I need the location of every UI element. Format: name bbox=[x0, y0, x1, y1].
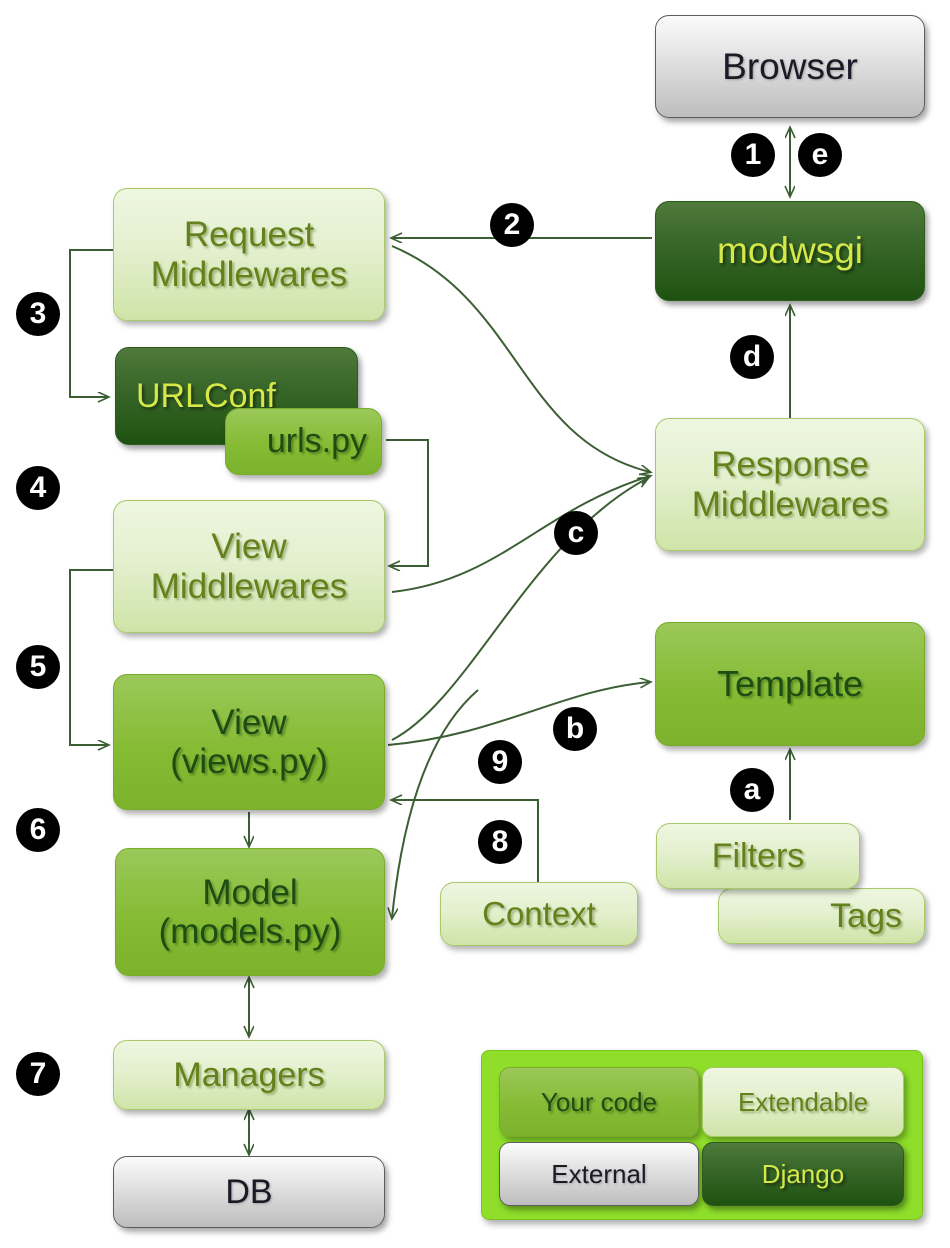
arrow-context-to-model bbox=[392, 689, 479, 918]
arrow-request-mw-to-urlconf bbox=[69, 249, 113, 397]
node-tags-label: Tags bbox=[830, 896, 902, 935]
badge-1: 1 bbox=[731, 133, 775, 177]
arrow-urlspy-to-view-mw bbox=[386, 439, 429, 566]
badge-3: 3 bbox=[16, 292, 60, 336]
node-template[interactable]: Template bbox=[655, 622, 925, 746]
legend-your-code[interactable]: Your code bbox=[499, 1067, 699, 1137]
node-managers[interactable]: Managers bbox=[113, 1040, 385, 1110]
node-db[interactable]: DB bbox=[113, 1156, 385, 1228]
badge-6: 6 bbox=[16, 808, 60, 852]
node-db-label: DB bbox=[225, 1172, 273, 1211]
badge-e: e bbox=[798, 133, 842, 177]
badge-c: c bbox=[554, 511, 598, 555]
node-urlspy-label: urls.py bbox=[266, 422, 367, 461]
badge-b-label: b bbox=[565, 712, 585, 745]
node-view-middlewares-label: View Middlewares bbox=[150, 527, 348, 606]
arrow-context-to-view bbox=[392, 800, 539, 884]
node-filters[interactable]: Filters bbox=[656, 823, 860, 889]
node-response-middlewares[interactable]: Response Middlewares bbox=[655, 418, 925, 551]
node-managers-label: Managers bbox=[173, 1055, 325, 1094]
node-response-middlewares-label: Response Middlewares bbox=[691, 445, 889, 524]
badge-e-label: e bbox=[811, 138, 829, 171]
node-filters-label: Filters bbox=[711, 836, 805, 875]
node-model[interactable]: Model (models.py) bbox=[115, 848, 385, 976]
badge-d: d bbox=[730, 335, 774, 379]
badge-5-label: 5 bbox=[29, 650, 47, 683]
badge-a-label: a bbox=[743, 773, 761, 806]
node-urlspy[interactable]: urls.py bbox=[225, 408, 382, 475]
arrow-view-to-template bbox=[387, 682, 650, 746]
node-view-middlewares[interactable]: View Middlewares bbox=[113, 500, 385, 633]
node-modwsgi[interactable]: modwsgi bbox=[655, 201, 925, 301]
badge-a: a bbox=[730, 768, 774, 812]
badge-9-label: 9 bbox=[491, 745, 509, 778]
badge-4: 4 bbox=[16, 466, 60, 510]
badge-d-label: d bbox=[742, 340, 762, 373]
badge-2: 2 bbox=[490, 203, 534, 247]
badge-4-label: 4 bbox=[29, 471, 47, 504]
node-view-label: View (views.py) bbox=[170, 702, 328, 781]
badge-9: 9 bbox=[478, 740, 522, 784]
node-model-label: Model (models.py) bbox=[158, 872, 342, 951]
node-request-middlewares-label: Request Middlewares bbox=[150, 215, 348, 294]
badge-1-label: 1 bbox=[744, 138, 762, 171]
node-view[interactable]: View (views.py) bbox=[113, 674, 385, 810]
badge-5: 5 bbox=[16, 645, 60, 689]
badge-3-label: 3 bbox=[29, 297, 47, 330]
node-context-label: Context bbox=[482, 894, 596, 932]
badge-2-label: 2 bbox=[503, 208, 521, 241]
legend: Your code Extendable External Django bbox=[481, 1050, 923, 1220]
arrow-view-to-response-mw bbox=[391, 478, 648, 741]
legend-extendable[interactable]: Extendable bbox=[702, 1067, 904, 1137]
legend-external[interactable]: External bbox=[499, 1142, 699, 1206]
badge-8-label: 8 bbox=[491, 825, 509, 858]
arrow-view-mw-to-view bbox=[69, 569, 113, 745]
badge-7: 7 bbox=[16, 1052, 60, 1096]
legend-django-label: Django bbox=[761, 1158, 845, 1189]
badge-7-label: 7 bbox=[29, 1057, 47, 1090]
legend-your-code-label: Your code bbox=[540, 1086, 658, 1117]
badge-c-label: c bbox=[567, 516, 585, 549]
legend-external-label: External bbox=[551, 1158, 647, 1189]
node-browser[interactable]: Browser bbox=[655, 15, 925, 118]
node-modwsgi-label: modwsgi bbox=[717, 230, 863, 272]
node-template-label: Template bbox=[716, 662, 864, 704]
badge-b: b bbox=[553, 707, 597, 751]
arrow-request-mw-to-response-mw bbox=[391, 245, 650, 472]
badge-8: 8 bbox=[478, 820, 522, 864]
legend-django[interactable]: Django bbox=[702, 1142, 904, 1206]
node-browser-label: Browser bbox=[722, 45, 858, 87]
node-context[interactable]: Context bbox=[440, 882, 638, 946]
node-tags[interactable]: Tags bbox=[718, 888, 925, 944]
badge-6-label: 6 bbox=[29, 813, 47, 846]
arrow-view-mw-to-response-mw bbox=[391, 476, 650, 593]
node-request-middlewares[interactable]: Request Middlewares bbox=[113, 188, 385, 321]
legend-extendable-label: Extendable bbox=[737, 1086, 869, 1117]
